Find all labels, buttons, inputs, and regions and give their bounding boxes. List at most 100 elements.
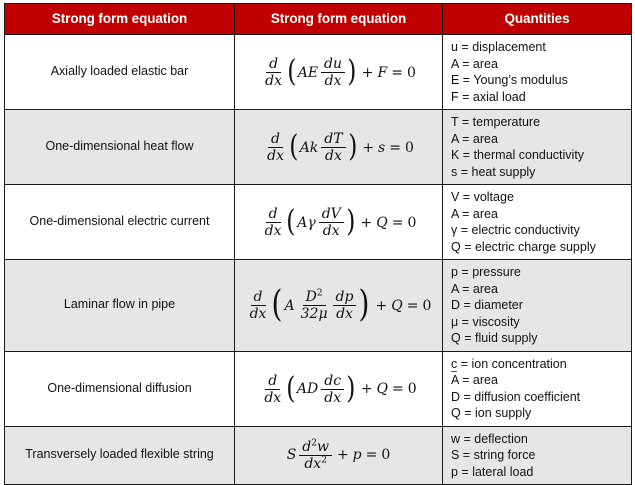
term-w: w xyxy=(316,438,329,455)
fraction-dT-dx: dT dx xyxy=(321,132,346,164)
row-equation: d dx ( AE du dx ) + xyxy=(234,34,443,110)
operator-equals: = xyxy=(406,297,419,314)
quantity-line: Q = ion supply xyxy=(451,406,532,420)
quantity-line: p = pressure xyxy=(451,265,521,279)
table-row: Laminar flow in pipe d dx ( A D2 32μ xyxy=(4,259,632,352)
fraction-numerator: dV xyxy=(318,207,344,223)
equation-heat-flow: d dx ( Ak dT dx ) + xyxy=(263,132,414,163)
table-header: Strong form equation Strong form equatio… xyxy=(4,3,632,35)
left-paren: ( xyxy=(289,129,299,165)
fraction-numerator: dT xyxy=(321,132,346,148)
term-zero: 0 xyxy=(407,214,417,231)
quantity-line: A = area xyxy=(451,281,498,296)
equation-axial-bar: d dx ( AE du dx ) + xyxy=(261,57,416,88)
term-AD: AD xyxy=(296,381,319,397)
quantity-line: A = area xyxy=(451,131,498,146)
fraction-numerator: dp xyxy=(332,290,357,307)
quantity-line: F = axial load xyxy=(451,89,526,104)
row-equation: S d2w dx2 + p = 0 xyxy=(234,425,443,485)
fraction-denominator: dx xyxy=(267,148,284,164)
table-row: One-dimensional heat flow d dx ( Ak dT d… xyxy=(4,109,632,185)
table-container: Strong form equation Strong form equatio… xyxy=(4,3,632,485)
fraction-numerator: D2 xyxy=(302,289,326,307)
operator-equals: = xyxy=(389,139,401,156)
row-quantities: w = deflection S = string force p = late… xyxy=(442,425,632,485)
term-dx: dx xyxy=(304,455,322,472)
term-S: S xyxy=(286,447,297,464)
right-paren: ) xyxy=(347,129,358,165)
term-Ak: Ak xyxy=(299,139,319,156)
quantity-line: w = deflection xyxy=(451,431,528,446)
table-row: Axially loaded elastic bar d dx ( AE du … xyxy=(4,34,632,110)
row-quantities: u = displacement A = area E = Young’s mo… xyxy=(442,34,632,110)
quantity-line: Q = fluid supply xyxy=(451,331,538,345)
quantity-line: S = string force xyxy=(451,448,536,462)
operator-equals: = xyxy=(391,214,404,231)
strong-form-equations-table: Strong form equation Strong form equatio… xyxy=(4,3,632,485)
right-paren: ) xyxy=(346,370,356,406)
quantity-line: A = area xyxy=(451,206,498,221)
quantity-line: μ = viscosity xyxy=(451,314,520,329)
fraction-numerator: d2w xyxy=(299,438,332,456)
operator-plus: + xyxy=(360,381,373,397)
row-equation: d dx ( AD dc dx ) + xyxy=(234,350,443,427)
term-zero: 0 xyxy=(407,381,417,397)
quantity-line: D = diameter xyxy=(451,298,523,312)
term-zero: 0 xyxy=(404,139,414,156)
term-Q: Q xyxy=(376,214,388,231)
fraction-numerator: d xyxy=(266,57,282,73)
table-row: Transversely loaded flexible string S d2… xyxy=(4,425,632,485)
quantity-line: p = lateral load xyxy=(451,464,534,479)
quantity-line: s = heat supply xyxy=(451,164,536,179)
left-paren: ( xyxy=(286,204,296,240)
fraction-numerator: d xyxy=(265,207,281,223)
quantity-line: u = displacement xyxy=(451,40,546,54)
quantity-line: D = diffusion coefficient xyxy=(451,389,581,404)
fraction-du-dx: du dx xyxy=(321,57,346,88)
operator-plus: + xyxy=(336,447,349,464)
right-paren: ) xyxy=(359,284,370,326)
row-quantities: T = temperature A = area K = thermal con… xyxy=(442,109,632,185)
operator-equals: = xyxy=(391,64,403,81)
fraction-denominator: dx xyxy=(322,223,340,239)
fraction-dp-dx: dp dx xyxy=(332,290,357,323)
left-paren: ( xyxy=(286,370,296,406)
operator-plus: + xyxy=(375,297,388,314)
term-s: s xyxy=(378,139,386,156)
header-cell-quantities: Quantities xyxy=(442,3,632,35)
term-F: F xyxy=(377,64,388,81)
table-body: Axially loaded elastic bar d dx ( AE du … xyxy=(4,34,632,485)
left-paren: ( xyxy=(287,54,297,90)
table-row: One-dimensional diffusion d dx ( AD dc d… xyxy=(4,350,632,427)
row-quantities: V = voltage A = area γ = electric conduc… xyxy=(442,184,632,260)
equation-diffusion: d dx ( AD dc dx ) + xyxy=(260,370,417,406)
fraction-numerator: d xyxy=(250,290,266,307)
fraction-denominator: dx xyxy=(264,223,282,239)
fraction-d-dx: d dx xyxy=(262,207,285,238)
row-description: Laminar flow in pipe xyxy=(4,259,235,352)
fraction-denominator: dx2 xyxy=(301,456,330,471)
term-Q: Q xyxy=(376,381,389,397)
row-equation: d dx ( Aγ dV dx ) + xyxy=(234,184,443,260)
equation-electric-current: d dx ( Aγ dV dx ) + xyxy=(261,207,417,238)
fraction-denominator: dx xyxy=(249,306,267,323)
row-description: One-dimensional diffusion xyxy=(4,350,235,427)
exponent-two: 2 xyxy=(321,455,327,466)
equation-laminar-flow: d dx ( A D2 32μ dp dx xyxy=(246,284,432,326)
operator-plus: + xyxy=(361,64,374,81)
row-equation: d dx ( Ak dT dx ) + xyxy=(234,109,443,185)
fraction-denominator: dx xyxy=(325,148,342,164)
fraction-Dsq-32mu: D2 32μ xyxy=(298,289,331,321)
fraction-d-dx: d dx xyxy=(261,374,284,405)
header-cell-description: Strong form equation xyxy=(4,3,235,35)
fraction-numerator: dc xyxy=(321,374,345,390)
fraction-denominator: dx xyxy=(264,389,282,406)
operator-equals: = xyxy=(365,447,378,464)
fraction-denominator: dx xyxy=(336,306,353,323)
fraction-numerator: d xyxy=(265,374,281,390)
fraction-denominator: dx xyxy=(324,389,342,406)
table-row: One-dimensional electric current d dx ( … xyxy=(4,184,632,260)
quantity-line: T = temperature xyxy=(451,115,541,129)
header-cell-equation: Strong form equation xyxy=(234,3,443,35)
term-zero: 0 xyxy=(422,297,432,314)
